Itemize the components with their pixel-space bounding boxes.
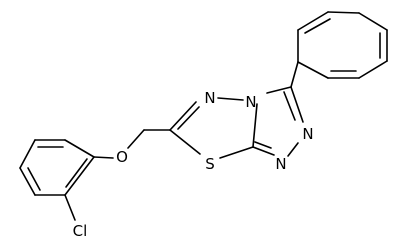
bond	[297, 11, 329, 31]
bond	[169, 129, 201, 155]
nitrogen-label: N	[302, 125, 313, 143]
bond	[64, 156, 95, 196]
bond	[65, 158, 88, 188]
bond	[358, 12, 388, 31]
bond	[290, 61, 299, 88]
bond	[266, 86, 292, 94]
bond	[358, 60, 388, 79]
bond	[290, 86, 304, 123]
atom-labels: N N N N S O Cl	[73, 89, 314, 240]
bond	[19, 167, 36, 196]
bond	[252, 146, 275, 156]
bond	[297, 61, 329, 79]
bond	[127, 129, 145, 149]
bond	[283, 91, 296, 121]
bond	[254, 141, 272, 149]
sulfur-label: S	[205, 155, 215, 173]
nitrogen-label: N	[204, 89, 215, 107]
bond	[219, 146, 254, 159]
bond	[169, 101, 197, 131]
bond	[217, 97, 244, 101]
oxygen-label: O	[116, 148, 128, 166]
bond	[19, 139, 36, 169]
bond	[287, 142, 299, 157]
nitrogen-label: N	[275, 155, 286, 173]
bond	[93, 156, 114, 159]
chlorine-label: Cl	[73, 222, 88, 240]
bond	[304, 18, 331, 34]
bond	[64, 194, 76, 221]
bond	[252, 103, 258, 148]
bonds	[19, 11, 388, 221]
bond	[177, 106, 200, 130]
bond	[27, 167, 41, 191]
bond	[327, 11, 360, 14]
bond	[64, 139, 95, 158]
nitrogen-label: N	[245, 93, 256, 111]
